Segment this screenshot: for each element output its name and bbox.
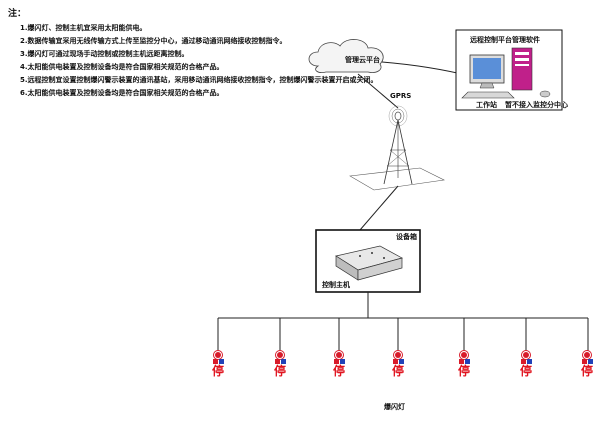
flash-light-label: 爆闪灯 (384, 403, 405, 411)
notes-list: 1.爆闪灯、控制主机宜采用太阳能供电。 2.数据传输宜采用无线传输方式上传至监控… (20, 22, 378, 100)
remote-platform-title: 远程控制平台管理软件 (470, 36, 540, 44)
stop-sign-text: 停 (519, 364, 532, 378)
lamp-icon (336, 352, 342, 358)
gprs-tower-icon (349, 105, 445, 191)
stop-sign-text: 停 (273, 364, 286, 378)
light-drop-lines (217, 318, 589, 352)
flash-light: 停 (578, 352, 596, 377)
flash-light: 停 (330, 352, 348, 377)
flash-light: 停 (271, 352, 289, 377)
flash-light: 停 (389, 352, 407, 377)
lamp-icon (215, 352, 221, 358)
gprs-equipment-link (359, 185, 399, 231)
gprs-label: GPRS (390, 92, 412, 100)
stop-sign-text: 停 (391, 364, 404, 378)
note-item: 5.远程控制宜设置控制爆闪警示装置的通讯基站，采用移动通讯网络接收控制指令，控制… (20, 76, 378, 84)
flash-light: 停 (209, 352, 227, 377)
lamp-icon (461, 352, 467, 358)
control-host-label: 控制主机 (322, 281, 350, 289)
workstation-label: 工作站 (476, 101, 497, 109)
lamp-icon (584, 352, 590, 358)
note-item: 1.爆闪灯、控制主机宜采用太阳能供电。 (20, 24, 147, 32)
notes-title: 注： (8, 9, 27, 19)
stop-sign-text: 停 (457, 364, 470, 378)
monitor-center-label: 暂不接入监控分中心 (505, 101, 568, 109)
stop-sign-text: 停 (580, 364, 593, 378)
cloud-gprs-link (357, 73, 399, 109)
note-item: 2.数据传输宜采用无线传输方式上传至监控分中心，通过移动通讯网络接收控制指令。 (20, 37, 287, 45)
flash-light: 停 (455, 352, 473, 377)
workstation-icon (461, 47, 551, 99)
note-item: 6.太阳能供电装置及控制设备均是符合国家相关规范的合格产品。 (20, 89, 224, 97)
lamp-icon (523, 352, 529, 358)
lamp-icon (395, 352, 401, 358)
cloud-icon (308, 39, 384, 73)
control-host-icon (335, 245, 403, 281)
flash-light: 停 (517, 352, 535, 377)
stop-sign-text: 停 (211, 364, 224, 378)
note-item: 4.太阳能供电装置及控制设备均是符合国家相关规范的合格产品。 (20, 63, 224, 71)
note-item: 3.爆闪灯可通过现场手动控制或控制主机远距离控制。 (20, 50, 189, 58)
equipment-box-title: 设备箱 (396, 233, 417, 241)
lamp-icon (277, 352, 283, 358)
stop-sign-text: 停 (332, 364, 345, 378)
cloud-label: 管理云平台 (345, 56, 380, 64)
